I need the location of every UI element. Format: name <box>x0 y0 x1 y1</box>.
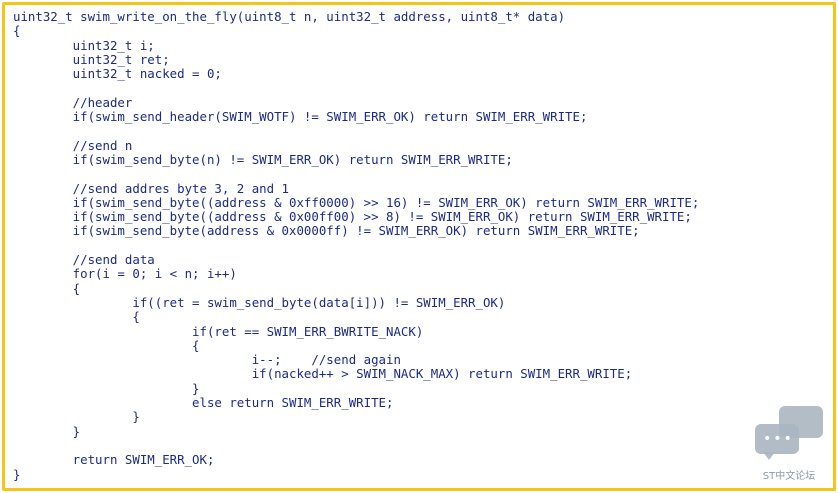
code-line: if((ret = swim_send_byte(data[i])) != SW… <box>13 294 506 310</box>
chat-bubble-tail <box>763 452 775 460</box>
code-line: for(i = 0; i < n; i++) <box>13 266 237 282</box>
chat-dots: ••• <box>763 431 794 447</box>
code-line: } <box>13 423 81 439</box>
code-line: uint32_t ret; <box>13 51 170 67</box>
code-line: { <box>13 23 21 39</box>
code-line <box>13 239 699 253</box>
code-line: if(swim_send_byte(address & 0x0000ff) !=… <box>13 223 640 239</box>
code-line: { <box>13 337 200 353</box>
code-line: } <box>13 466 21 482</box>
code-line: if(ret == SWIM_ERR_BWRITE_NACK) <box>13 323 424 339</box>
code-line: uint32_t nacked = 0; <box>13 66 222 82</box>
code-line: //send n <box>13 137 133 153</box>
code-line <box>13 124 699 138</box>
code-line: } <box>13 409 140 425</box>
code-line: { <box>13 280 81 296</box>
code-block: uint32_t swim_write_on_the_fly(uint8_t n… <box>13 9 700 482</box>
code-line: //send data <box>13 252 155 268</box>
chat-bubble-front <box>755 424 799 454</box>
watermark-text: ST中文论坛 <box>762 471 816 482</box>
code-line <box>13 439 699 453</box>
code-line: i--; //send again <box>13 352 401 368</box>
code-line: uint32_t swim_write_on_the_fly(uint8_t n… <box>13 9 566 24</box>
code-line: if(swim_send_header(SWIM_WOTF) != SWIM_E… <box>13 109 588 125</box>
code-line: if(swim_send_byte(n) != SWIM_ERR_OK) ret… <box>13 151 513 167</box>
code-line <box>13 81 699 95</box>
code-line <box>13 167 699 181</box>
code-line: //send addres byte 3, 2 and 1 <box>13 180 290 196</box>
code-line: if(nacked++ > SWIM_NACK_MAX) return SWIM… <box>13 366 633 382</box>
code-line: uint32_t i; <box>13 37 155 53</box>
code-line: if(swim_send_byte((address & 0xff0000) >… <box>13 194 700 210</box>
code-line: //header <box>13 94 133 110</box>
code-line: if(swim_send_byte((address & 0x00ff00) >… <box>13 209 692 225</box>
code-line: } <box>13 380 200 396</box>
code-line: else return SWIM_ERR_WRITE; <box>13 395 394 411</box>
code-line: return SWIM_ERR_OK; <box>13 452 215 468</box>
watermark: ••• ST中文论坛 <box>753 402 825 482</box>
code-line: { <box>13 309 140 325</box>
